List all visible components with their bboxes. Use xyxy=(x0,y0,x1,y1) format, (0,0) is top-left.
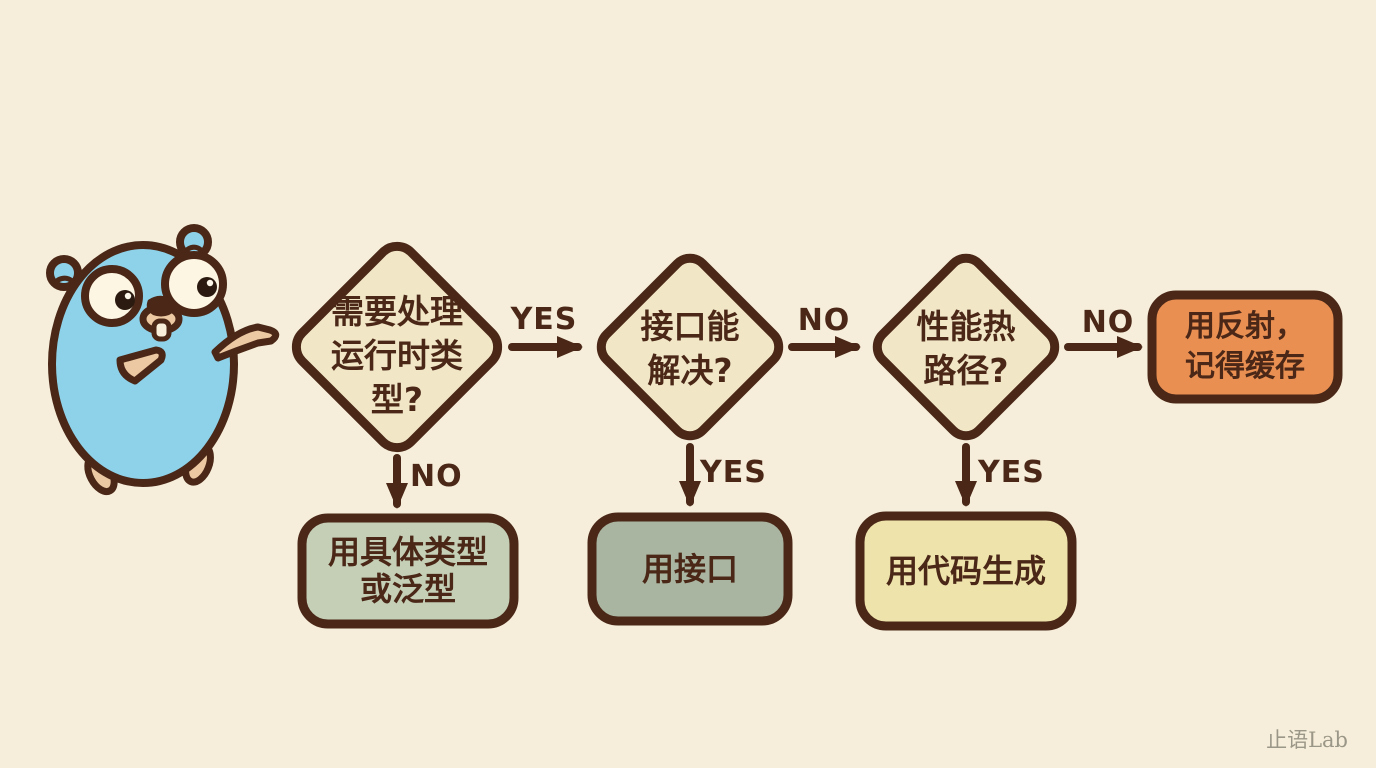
label-decision-interface-solves: 接口能 解决? xyxy=(640,307,740,390)
gopher-mouth-icon xyxy=(116,346,166,385)
gopher-pointing-arm-icon xyxy=(211,323,280,362)
watermark: 止语Lab xyxy=(1266,728,1348,752)
gopher-ear-left-line xyxy=(55,275,75,284)
label-result-concrete-or-generics: 用具体类型 或泛型 xyxy=(327,533,488,608)
result-box-use-interface xyxy=(587,512,793,626)
edge-label-no-d2-d3: NO xyxy=(797,303,851,338)
edge-label-no-d3-reflection: NO xyxy=(1081,305,1135,340)
label-decision-hot-path: 性能热 路径? xyxy=(916,307,1016,390)
decision-diamond-runtime-types xyxy=(291,241,503,453)
result-box-concrete-or-generics xyxy=(297,513,519,629)
gopher-eye-highlight-left xyxy=(124,292,132,300)
gopher-mascot-illustration xyxy=(46,224,280,496)
gopher-tooth-icon xyxy=(151,318,172,342)
edge-label-yes-d3-codegen: YES xyxy=(978,455,1045,490)
gopher-pupil-left-icon xyxy=(115,290,135,310)
edge-label-yes-d2-interface: YES xyxy=(700,455,767,490)
gopher-eye-highlight-right xyxy=(206,279,214,287)
label-decision-runtime-types: 需要处理 运行时类 型? xyxy=(331,292,463,419)
gopher-nose-icon xyxy=(146,295,177,317)
edge-label-no-d1-concrete: NO xyxy=(410,459,463,494)
edge-label-yes-d1-d2: YES xyxy=(510,302,578,337)
gopher-pupil-right-icon xyxy=(197,277,217,297)
label-result-use-interface: 用接口 xyxy=(641,550,738,588)
decision-diamond-hot-path xyxy=(872,253,1060,441)
decision-diamond-interface-solves xyxy=(596,253,784,441)
label-result-use-reflection: 用反射， 记得缓存 xyxy=(1185,309,1305,384)
result-box-use-reflection xyxy=(1147,290,1343,404)
result-box-use-codegen xyxy=(855,511,1077,631)
gopher-ear-right-line xyxy=(185,244,204,253)
label-result-use-codegen: 用代码生成 xyxy=(885,552,1046,590)
gopher-eye-right-icon xyxy=(161,251,227,317)
